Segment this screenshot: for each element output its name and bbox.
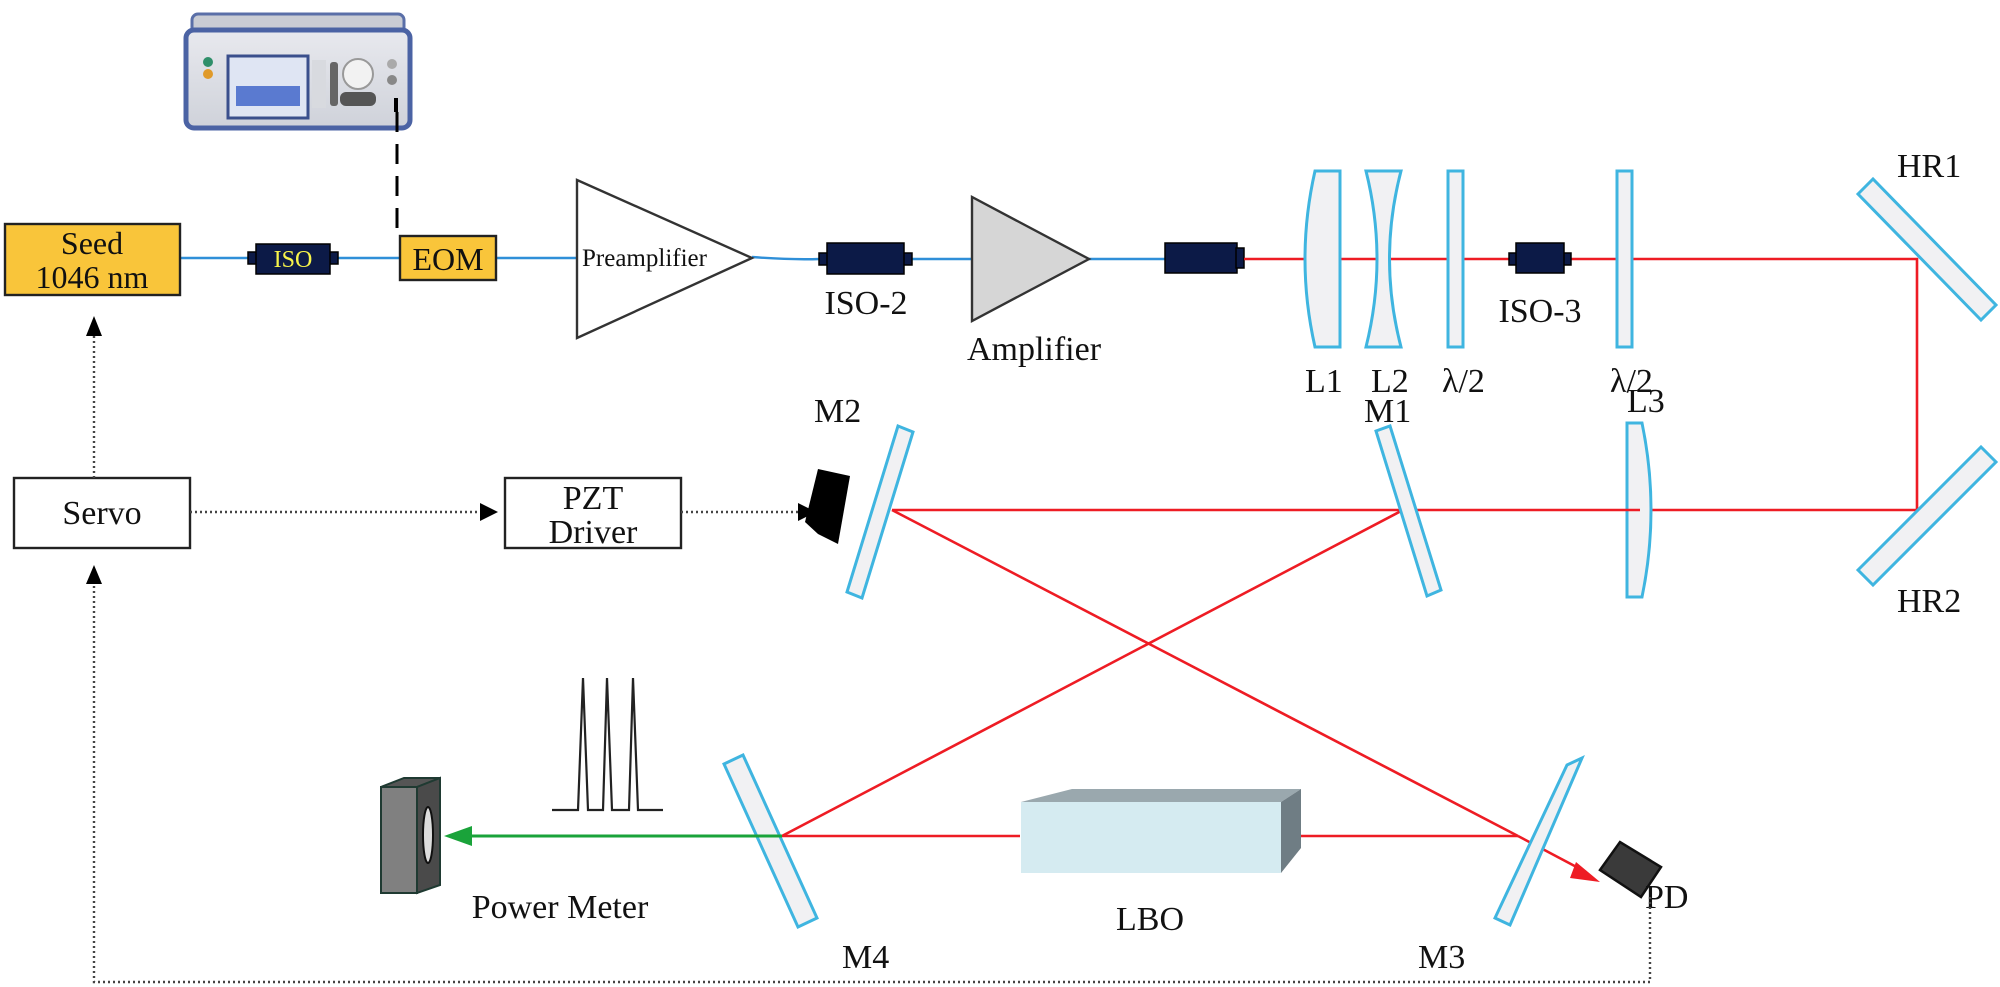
- half-wave-plate-1: λ/2: [1442, 169, 1485, 400]
- mirror-m2: M2: [805, 393, 915, 600]
- amplifier: Amplifier: [967, 195, 1102, 368]
- pd-label: PD: [1645, 879, 1688, 916]
- seed-label-line2: 1046 nm: [36, 259, 149, 295]
- mirror-hr1: HR1: [1855, 148, 1999, 323]
- fiber-collimator: [1164, 242, 1245, 274]
- seed-laser: Seed 1046 nm: [3, 222, 182, 297]
- ir-beam-top: [1244, 257, 1919, 512]
- m1-label: M1: [1364, 393, 1411, 430]
- green-arrow-head: [444, 826, 472, 846]
- mirror-m1: M1: [1364, 393, 1443, 599]
- arrow-head: [86, 565, 102, 584]
- hwp2-label: λ/2: [1610, 363, 1653, 400]
- preamplifier: Preamplifier: [575, 178, 755, 340]
- pd-to-servo-signal: [92, 584, 1652, 984]
- iso1-label: ISO: [274, 247, 313, 273]
- pzt-driver-label-line2: Driver: [549, 514, 638, 551]
- isolator-3: ISO-3: [1498, 242, 1582, 330]
- isolator-2: ISO-2: [818, 242, 913, 322]
- arrow-head: [480, 503, 498, 521]
- iso2-label: ISO-2: [824, 285, 907, 322]
- pulse-train-icon: [552, 677, 663, 812]
- l2-label: L2: [1371, 363, 1409, 400]
- m2-label: M2: [814, 393, 861, 430]
- pzt-driver-box: PZT Driver: [503, 476, 683, 551]
- eom: EOM: [398, 234, 498, 282]
- l1-label: L1: [1305, 363, 1343, 400]
- arrow-head: [798, 503, 816, 521]
- eom-label: EOM: [412, 241, 483, 277]
- hr1-label: HR1: [1897, 148, 1961, 185]
- lens-l2: L2: [1364, 169, 1409, 400]
- lens-l3: L3: [1625, 383, 1665, 599]
- servo-label: Servo: [62, 495, 141, 532]
- lbo-label: LBO: [1116, 901, 1184, 938]
- iso3-label: ISO-3: [1498, 293, 1581, 330]
- signal-generator: [183, 12, 413, 131]
- lbo-crystal: LBO: [1021, 789, 1301, 938]
- photodiode: PD: [1598, 840, 1688, 916]
- cavity-beam-m1-m4: [781, 508, 1404, 838]
- l3-label: L3: [1627, 383, 1665, 420]
- amplifier-label: Amplifier: [967, 331, 1102, 368]
- mirror-m3: M3: [1418, 754, 1585, 976]
- power-meter: Power Meter: [380, 776, 649, 926]
- lens-l1: L1: [1303, 169, 1343, 400]
- pd-arrow-head: [1570, 862, 1600, 882]
- servo-box: Servo: [12, 476, 192, 550]
- arrow-head: [86, 316, 102, 336]
- pzt-actuator: [805, 469, 850, 544]
- mirror-m4: M4: [722, 752, 889, 976]
- preamplifier-label: Preamplifier: [582, 245, 708, 272]
- seed-label-line1: Seed: [61, 225, 123, 261]
- cavity-beam-m2-m3: [891, 508, 1519, 838]
- half-wave-plate-2: λ/2: [1610, 169, 1653, 400]
- mirror-hr2: HR2: [1855, 444, 1999, 620]
- isolator-1: ISO: [247, 243, 339, 275]
- m4-label: M4: [842, 939, 889, 976]
- m3-label: M3: [1418, 939, 1465, 976]
- hr2-label: HR2: [1897, 583, 1961, 620]
- hwp1-label: λ/2: [1442, 363, 1485, 400]
- power-meter-label: Power Meter: [472, 889, 649, 926]
- pzt-driver-label-line1: PZT: [563, 480, 624, 517]
